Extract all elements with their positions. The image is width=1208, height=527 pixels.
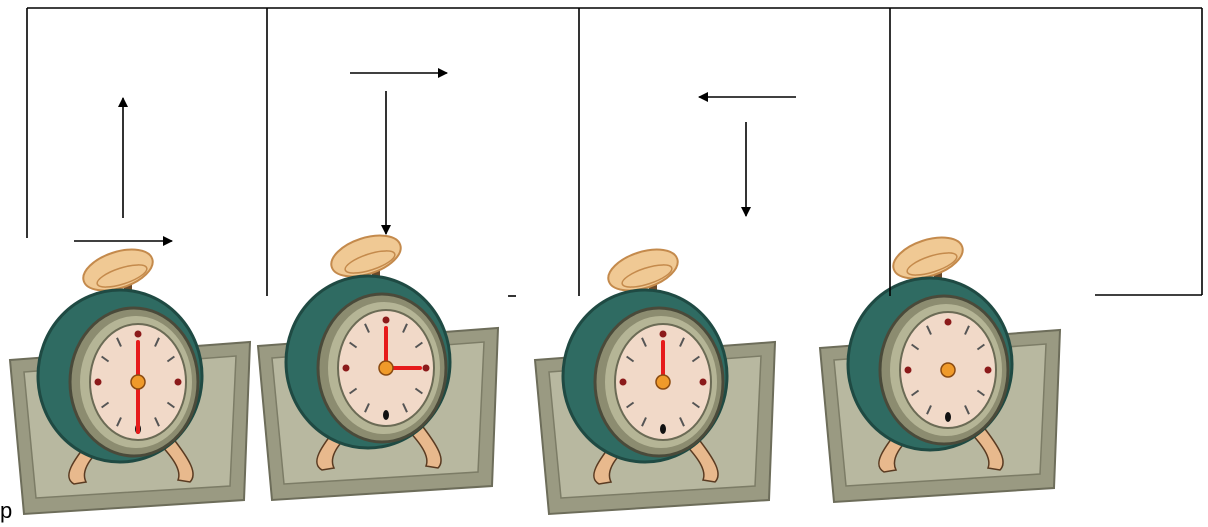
clock-illustrations <box>10 228 1060 514</box>
clock-hub <box>656 375 670 389</box>
direction-arrows <box>74 73 796 241</box>
clock-2 <box>258 228 498 500</box>
clock-hub <box>379 361 393 375</box>
clock-hub <box>131 375 145 389</box>
clock-4 <box>820 230 1060 502</box>
table-frame <box>27 8 1202 296</box>
bottom-left-glyph: p <box>0 500 12 522</box>
clock-1 <box>10 242 250 514</box>
clock-hub <box>941 363 955 377</box>
clock-3 <box>535 242 775 514</box>
